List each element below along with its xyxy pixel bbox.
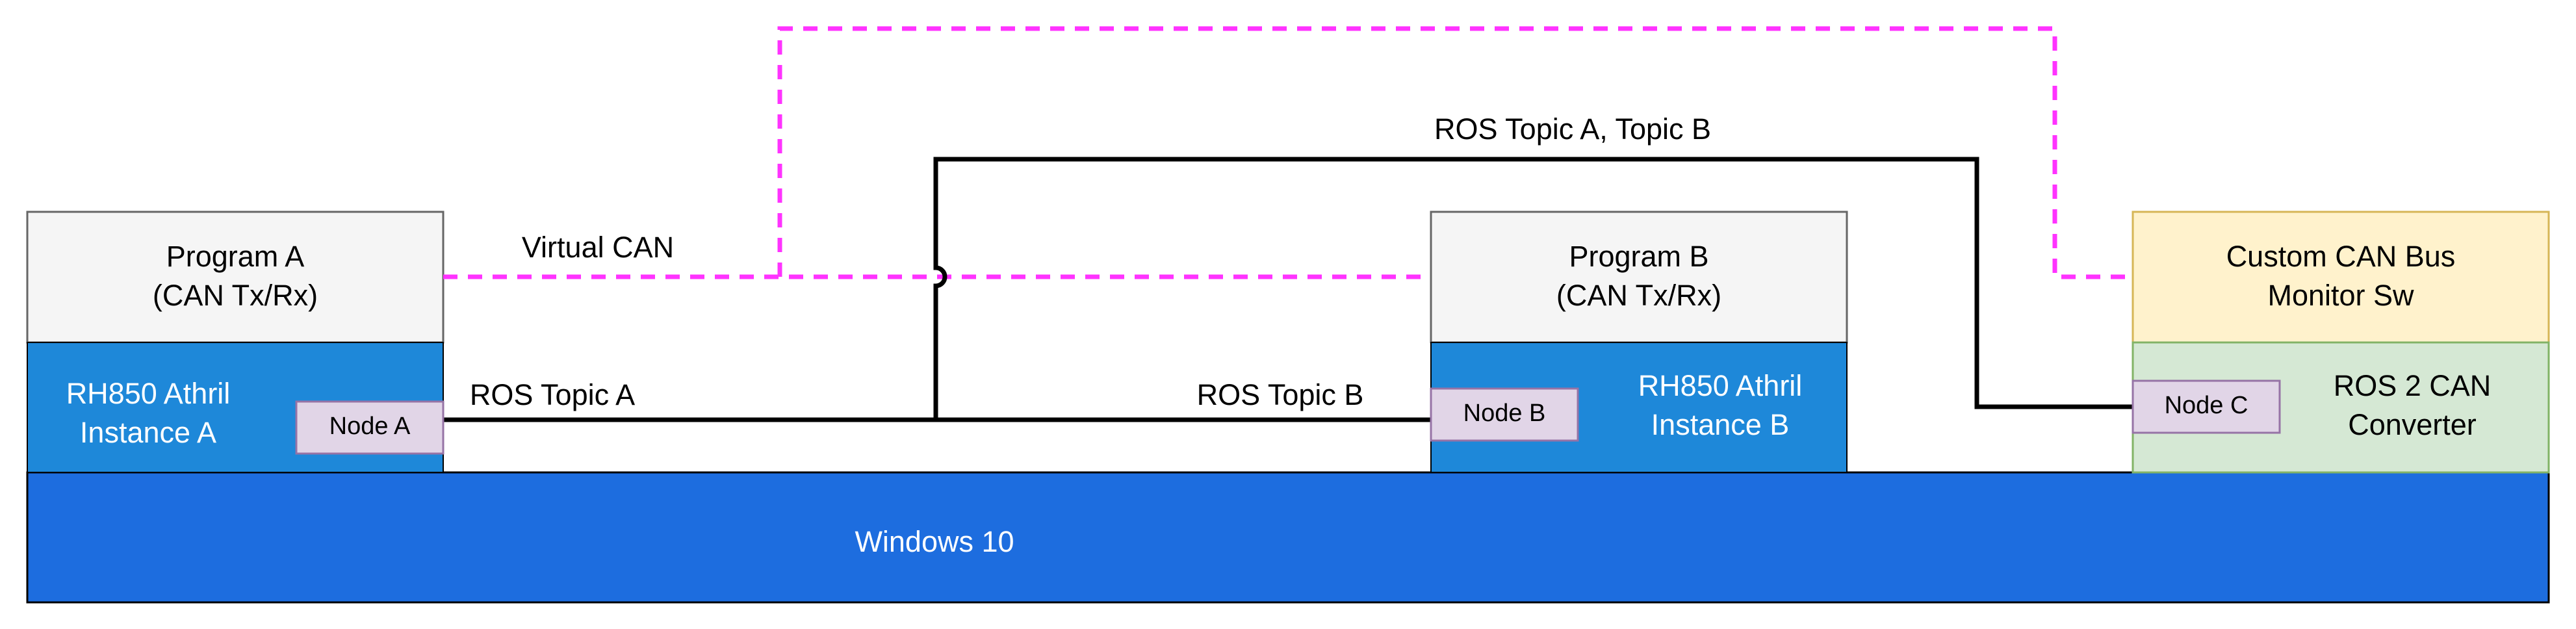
virtual-can-label: Virtual CAN xyxy=(522,231,674,264)
ros2-can-converter-sublabel: Converter xyxy=(2348,408,2477,441)
virtual-can-line xyxy=(443,26,2133,279)
node-a-box xyxy=(295,400,444,455)
windows-10-box xyxy=(26,471,2550,604)
program-a-box xyxy=(26,211,444,344)
custom-can-monitor-box xyxy=(2132,211,2550,344)
custom-can-monitor-sublabel: Monitor Sw xyxy=(2267,279,2414,312)
rh850-instance-a-label: RH850 Athril xyxy=(66,377,231,410)
program-b-sublabel: (CAN Tx/Rx) xyxy=(1556,279,1721,312)
program-b-label: Program B xyxy=(1569,240,1708,273)
ros-topic-b-label: ROS Topic B xyxy=(1197,378,1364,411)
program-a-sublabel: (CAN Tx/Rx) xyxy=(153,279,318,312)
ros-topic-ab-label: ROS Topic A, Topic B xyxy=(1434,112,1711,146)
node-b-label: Node B xyxy=(1463,400,1546,427)
custom-can-monitor-label: Custom CAN Bus xyxy=(2226,240,2456,273)
program-b-box xyxy=(1430,211,1848,344)
rh850-instance-b-label: RH850 Athril xyxy=(1638,369,1803,402)
node-b-box xyxy=(1430,387,1579,442)
ros-topic-ab-line xyxy=(933,157,2133,420)
windows-10-label: Windows 10 xyxy=(855,525,1014,558)
node-a-label: Node A xyxy=(329,413,411,440)
ros2-can-converter-label: ROS 2 CAN xyxy=(2334,369,2492,402)
node-c-box xyxy=(2132,379,2281,434)
program-a-label: Program A xyxy=(166,240,305,273)
rh850-instance-a-sublabel: Instance A xyxy=(80,416,216,449)
node-c-label: Node C xyxy=(2165,392,2248,419)
ros-topic-a-label: ROS Topic A xyxy=(470,378,635,411)
rh850-instance-b-sublabel: Instance B xyxy=(1651,408,1790,441)
